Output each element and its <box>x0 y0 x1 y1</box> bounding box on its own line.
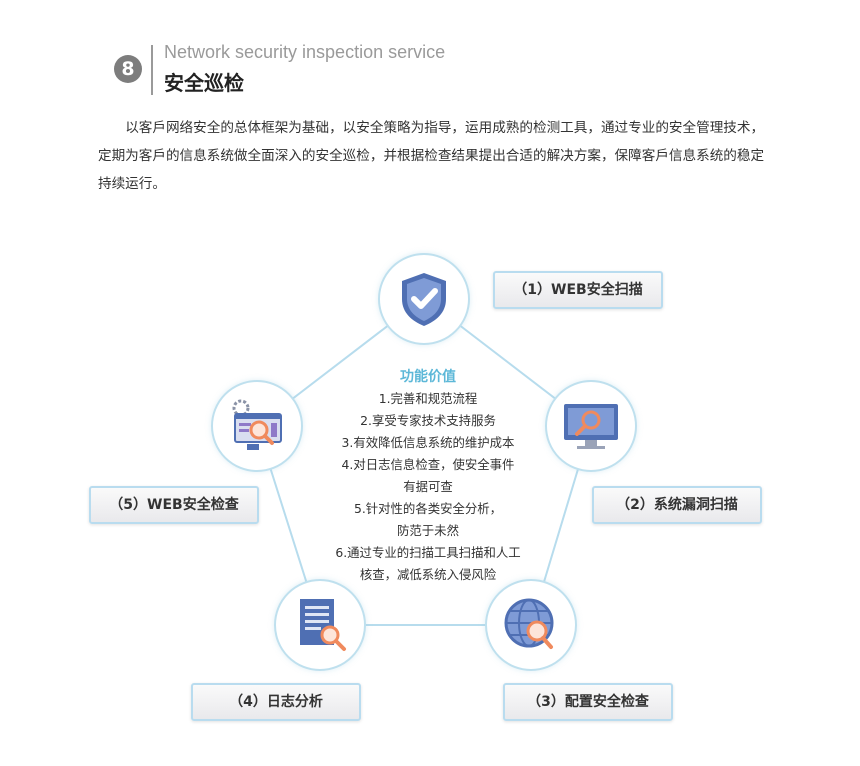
value-item: 2.享受专家技术支持服务 <box>360 413 496 428</box>
label-web-security-scan: （1）WEB安全扫描 <box>493 271 663 309</box>
label-system-vulnerability-scan: （2）系统漏洞扫描 <box>592 486 762 524</box>
center-title: 功能价值 <box>400 369 456 385</box>
value-item: 4.对日志信息检查，使安全事件 <box>341 457 515 472</box>
node-config-security-check <box>485 579 577 671</box>
node-web-security-scan <box>378 253 470 345</box>
node-web-security-check <box>211 380 303 472</box>
shield-check-icon <box>402 273 446 326</box>
section-title-cn: 安全巡检 <box>164 71 244 95</box>
intro-paragraph: 以客戶网络安全的总体框架为基础，以安全策略为指导，运用成熟的检测工具，通过专业的… <box>98 120 765 192</box>
value-item: 6.通过专业的扫描工具扫描和人工 <box>335 545 521 560</box>
value-item: 有据可查 <box>403 479 453 494</box>
node-system-vulnerability-scan <box>545 380 637 472</box>
title-divider <box>151 45 153 95</box>
value-item: 3.有效降低信息系统的维护成本 <box>341 435 515 450</box>
monitor-search-icon <box>564 404 618 449</box>
value-item: 5.针对性的各类安全分析， <box>353 501 503 516</box>
label-log-analysis: （4）日志分析 <box>191 683 361 721</box>
value-item: 1.完善和规范流程 <box>378 391 478 406</box>
value-item: 防范于未然 <box>397 523 459 538</box>
label-web-security-check: （5）WEB安全检查 <box>89 486 259 524</box>
label-config-security-check: （3）配置安全检查 <box>503 683 673 721</box>
node-log-analysis <box>274 579 366 671</box>
section-number-badge: 8 <box>114 55 142 83</box>
document-search-icon <box>300 599 346 651</box>
globe-search-icon <box>504 598 554 649</box>
center-value-list: 功能价值 1.完善和规范流程 2.享受专家技术支持服务 3.有效降低信息系统的维… <box>313 366 543 586</box>
value-item: 核查，减低系统入侵风险 <box>359 567 497 582</box>
section-title-en: Network security inspection service <box>164 42 446 62</box>
web-inspection-icon <box>232 399 282 450</box>
